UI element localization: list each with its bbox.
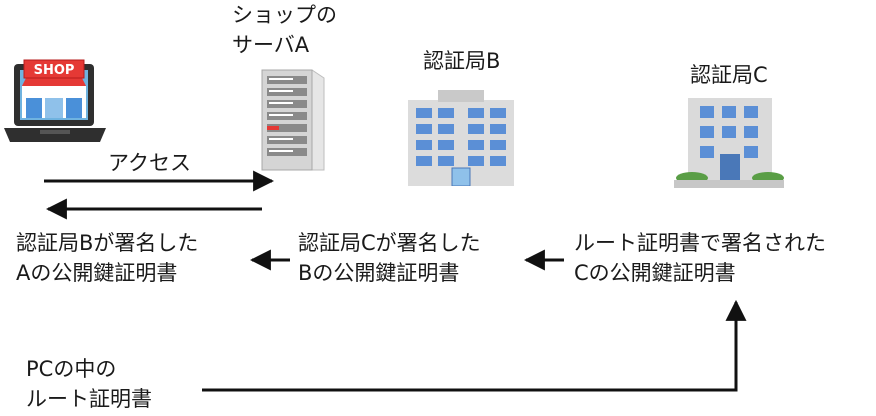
root-to-cert-c-arrow	[202, 299, 747, 392]
cert-a-line2: Aの公開鍵証明書	[16, 261, 178, 285]
cert-b-line1: 認証局Cが署名した	[298, 231, 481, 255]
office-building-icon	[674, 98, 784, 188]
office-building-icon	[408, 90, 514, 187]
cert-c-line1: ルート証明書で署名された	[574, 231, 826, 255]
ca-b-node	[408, 90, 514, 187]
cert-a-line1: 認証局Bが署名した	[16, 231, 199, 255]
ca-b-label: 認証局B	[423, 49, 501, 73]
ca-c-node	[674, 98, 784, 188]
cert-b-line2: Bの公開鍵証明書	[298, 261, 460, 285]
laptop-shop-icon: SHOP	[4, 59, 106, 142]
server-label-line1: ショップの	[232, 3, 337, 27]
ca-c-label: 認証局C	[690, 63, 768, 87]
cert-c-line2: Cの公開鍵証明書	[574, 261, 736, 285]
server-label-line2: サーバA	[232, 33, 310, 57]
access-label: アクセス	[108, 151, 191, 175]
shop-sign-text: SHOP	[34, 63, 75, 78]
root-line2: ルート証明書	[26, 387, 152, 411]
pc-node: SHOP	[0, 58, 110, 148]
root-line1: PCの中の	[26, 357, 117, 381]
server-tower-icon	[261, 69, 325, 171]
server-node	[254, 66, 328, 174]
